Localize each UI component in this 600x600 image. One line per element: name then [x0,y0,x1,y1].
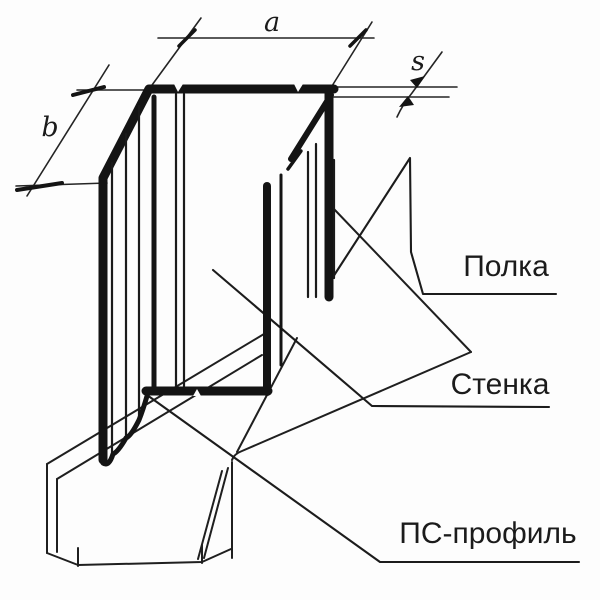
thickness-s-group: s [333,46,458,118]
profile-rail-outline [46,207,472,567]
dim-b-line [26,64,110,197]
rail-far-wall-inner-edge [56,354,263,480]
rail-near-wall-upper-edge [332,207,472,353]
dimension-a-label: a [264,7,280,38]
dimension-s-label: s [411,46,425,77]
callout-leaders [145,156,581,564]
dimension-b-group: b [15,64,150,197]
rail-near-wall-top-edge [231,351,472,461]
flange-leader-line [331,156,558,296]
dim-a-tick-right [348,28,368,48]
rail-near-corner-inner-1 [203,467,229,559]
dim-s-arrow-down-icon [410,76,425,88]
profile-leader-line [145,393,581,564]
callout-labels: Полка Стенка ПС-профиль [399,250,576,550]
dim-s-arrow-up-icon [399,96,414,107]
rail-far-wall-top-edge [46,333,265,465]
dim-a-tick-left [177,28,197,48]
profile-callout-label: ПС-профиль [399,517,576,550]
profile-cross-section [98,84,339,467]
bottom-bar-notch [193,389,201,396]
dim-b-tick-bottom [15,181,64,192]
rail-near-corner-inner-2 [197,470,223,560]
web-callout-label: Стенка [451,368,550,401]
flange-callout-label: Полка [463,250,549,283]
top-bar-notch-left [174,84,183,92]
dim-b-tick-top [71,85,106,97]
dim-a-extension-left [143,17,202,97]
left-flange-bottom-scallop [100,393,150,467]
top-bar-notch-right [294,84,303,92]
right-flange-break-zigzag [286,130,309,171]
dimension-a-group: a [143,7,375,97]
rail-bottom-edge [46,548,232,566]
dimension-b-label: b [41,112,58,143]
